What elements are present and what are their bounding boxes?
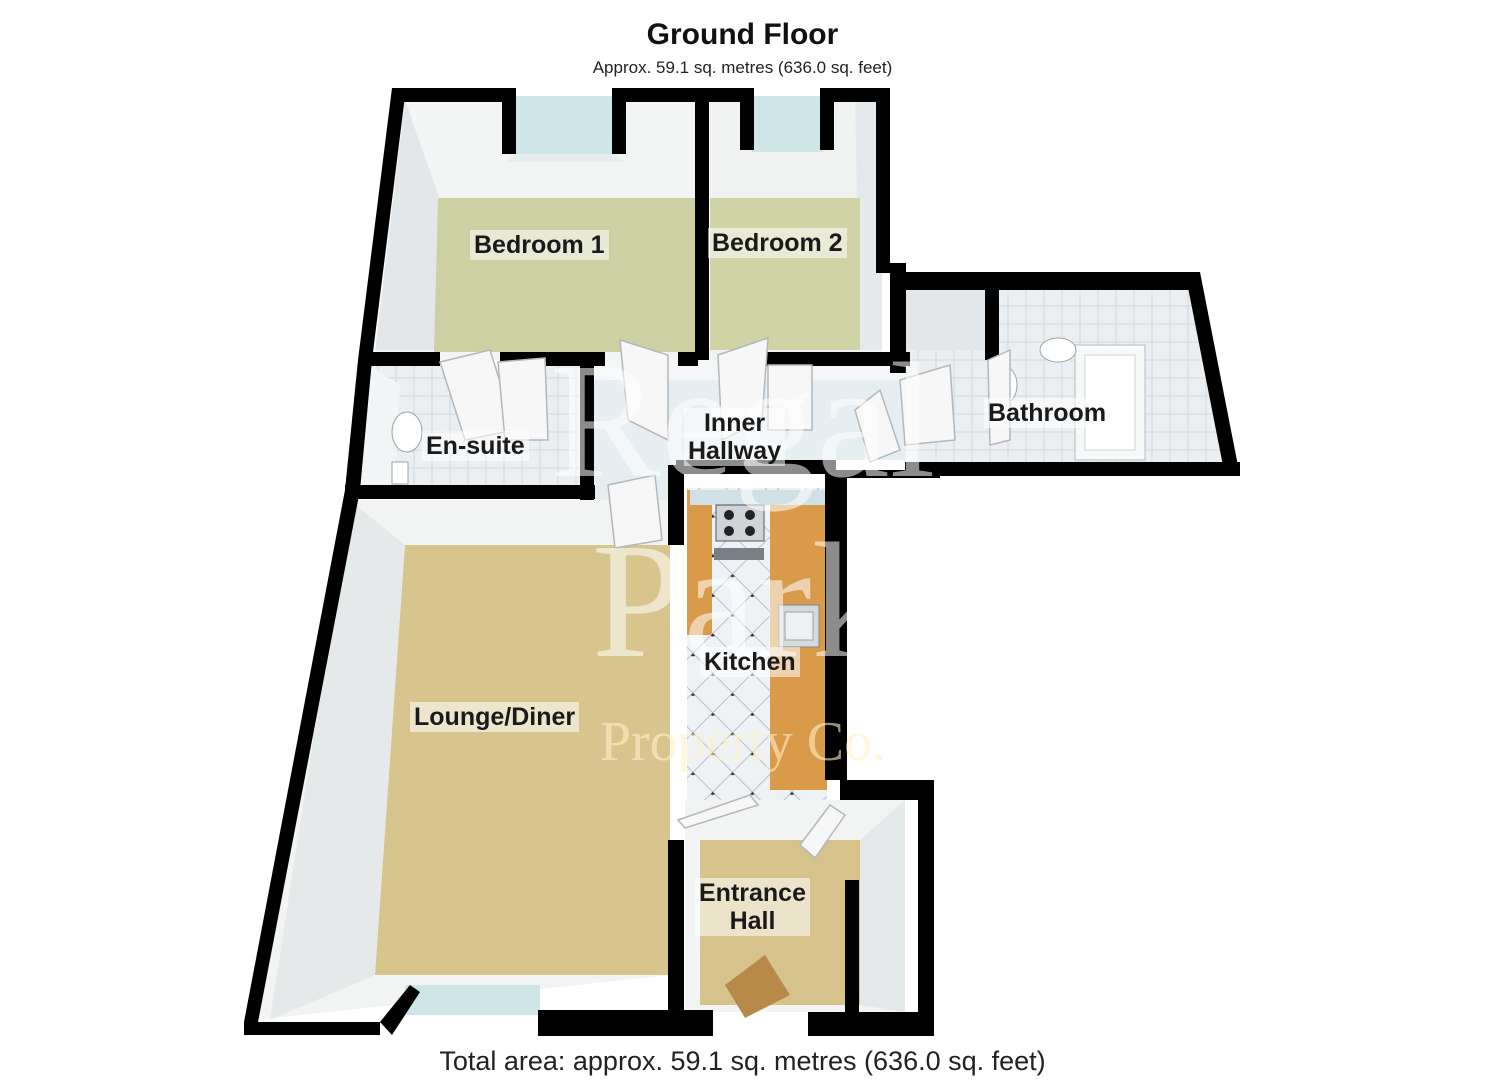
label-bedroom-1: Bedroom 1 xyxy=(470,230,609,260)
label-inner-hallway-line1: Inner xyxy=(703,409,766,437)
bathroom-area xyxy=(905,290,1225,468)
label-kitchen: Kitchen xyxy=(700,647,800,677)
label-bedroom-2: Bedroom 2 xyxy=(708,228,847,258)
plan-subtitle: Approx. 59.1 sq. metres (636.0 sq. feet) xyxy=(592,58,893,77)
kitchen-area xyxy=(687,488,827,800)
label-ensuite: En-suite xyxy=(422,431,529,461)
label-inner-hallway-line2: Hallway xyxy=(688,437,782,465)
lounge-diner-area xyxy=(255,500,670,1020)
label-entrance-hall-line2: Hall xyxy=(729,907,776,935)
label-lounge-diner: Lounge/Diner xyxy=(410,702,580,732)
bedroom-1-area xyxy=(375,96,695,360)
doors xyxy=(439,336,1011,860)
plan-title: Ground Floor xyxy=(646,18,839,51)
walls xyxy=(244,88,1240,1036)
label-entrance-hall-line1: Entrance xyxy=(699,879,806,907)
total-area: Total area: approx. 59.1 sq. metres (636… xyxy=(439,1046,1046,1076)
label-inner-hallway: Inner Hallway xyxy=(684,408,786,466)
label-bathroom: Bathroom xyxy=(984,398,1111,428)
label-entrance-hall: Entrance Hall xyxy=(695,878,810,936)
